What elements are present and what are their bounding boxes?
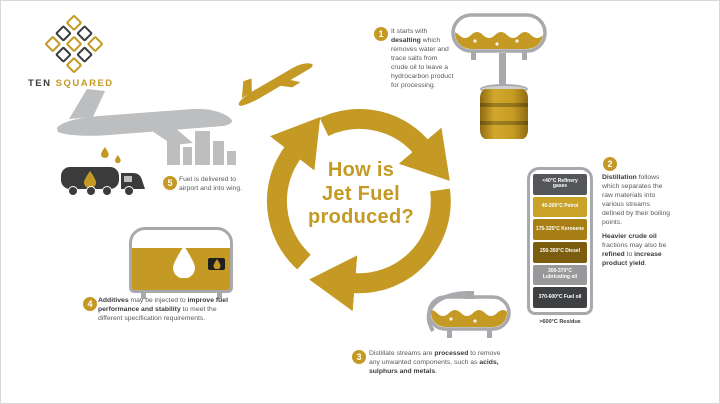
barrel-stripe [480, 121, 528, 125]
main-title-line1: How is [327, 159, 395, 181]
desalter-pipe [499, 53, 506, 89]
step-5-text: Fuel is delivered to airport and into wi… [179, 176, 243, 192]
city-skyline-icon [167, 131, 236, 165]
cycle-arrow-right [309, 188, 451, 312]
column-band: 175-325°C Kerosene [533, 219, 587, 241]
droplet-icon [172, 246, 196, 283]
processing-vessel-icon [425, 287, 513, 346]
column-band: 300-370°C Lubricating oil [533, 264, 587, 286]
barrel-stripe [480, 103, 528, 107]
brand-word-primary: TEN [28, 78, 52, 89]
step-1-text: It starts with desalting which removes w… [391, 28, 454, 89]
residue-label: >600°C Residue [539, 319, 581, 325]
oil-barrel-icon [480, 89, 528, 139]
column-band: 250-350°C Diesel [533, 242, 587, 263]
step-4-badge: 4 [83, 297, 97, 311]
cycle-arrow-top [319, 108, 450, 181]
column-band: 40-205°C Petrol [533, 196, 587, 218]
step-2-text: Distillation follows which separates the… [602, 174, 671, 267]
main-title-line3: produced? [307, 206, 415, 229]
step-1-badge: 1 [374, 27, 388, 41]
tank-leg [217, 291, 222, 299]
desalter-vessel-icon [451, 13, 547, 68]
fuel-drops-icon [101, 147, 121, 164]
step-2-badge: 2 [603, 157, 617, 171]
column-band: <40°C Refinery gases [533, 174, 587, 195]
storage-tank-icon [129, 227, 233, 293]
cycle-arrows-icon [266, 108, 451, 312]
tank-leg [141, 291, 146, 299]
step-5-badge: 5 [163, 176, 177, 190]
step-3-badge: 3 [352, 350, 366, 364]
main-title: How is Jet Fuel produced? [295, 159, 427, 230]
brand-word-secondary: SQUARED [55, 78, 114, 89]
column-band: 370-600°C Fuel oil [533, 287, 587, 309]
main-title-line2: Jet Fuel [322, 182, 400, 205]
brand-logo-text: TEN SQUARED [28, 78, 114, 89]
step-3-text: Distillate streams are processed to remo… [369, 350, 501, 375]
tank-label-tag [208, 258, 225, 270]
airplane-small-icon [230, 50, 318, 112]
step-4-text: Additives may be injected to improve fue… [98, 297, 228, 322]
fuel-truck-icon [61, 167, 145, 196]
cycle-arrow-left [266, 116, 321, 270]
